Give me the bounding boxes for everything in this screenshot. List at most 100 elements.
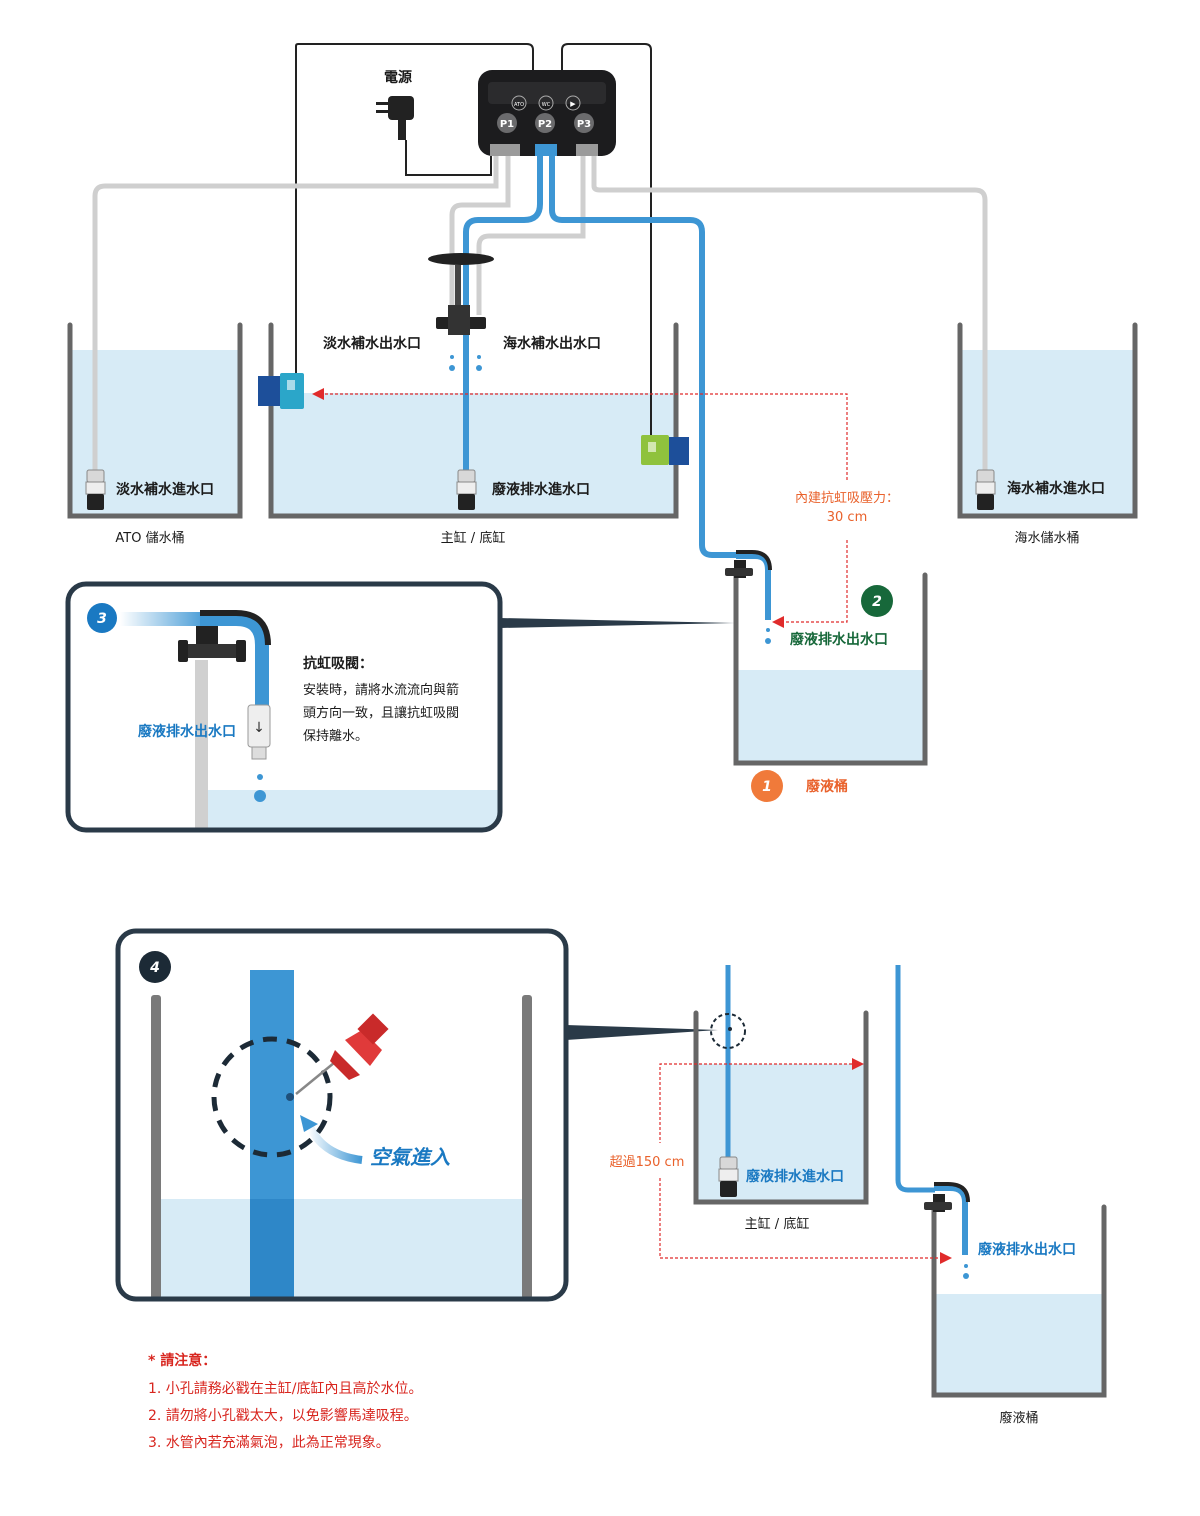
power-cable <box>405 140 492 176</box>
marker-4-label: 4 <box>149 960 160 976</box>
callout3-drip <box>254 774 266 802</box>
over-150-label: 超過150 cm <box>610 1155 685 1170</box>
note-1: 1. 小孔請務必戳在主缸/底缸內且高於水位。 <box>148 1380 423 1397</box>
marker-1-label: 1 <box>762 779 772 795</box>
callout3-title: 抗虹吸閥： <box>303 655 373 672</box>
salt-tank-label: 海水儲水桶 <box>1014 531 1079 546</box>
height-arrow-top <box>852 1058 864 1070</box>
power-adapter-icon <box>376 96 414 140</box>
p2-label: P2 <box>538 119 552 130</box>
flow-arrow-icon: ↓ <box>253 720 265 736</box>
waste-drip <box>765 628 771 644</box>
fresh-outlet-tube <box>449 150 511 315</box>
anti-siphon-valve-2 <box>924 1182 970 1255</box>
marker-1 <box>751 770 783 802</box>
fresh-inlet-filter <box>85 469 106 510</box>
waste-drip-2 <box>963 1264 969 1279</box>
salt-outlet-label: 海水補水出水口 <box>503 335 601 352</box>
main-tank-2-label: 主缸 / 底缸 <box>745 1216 810 1232</box>
tube-holder <box>428 253 494 335</box>
drip-drops <box>449 355 482 371</box>
power-label: 電源 <box>384 69 412 86</box>
marker-4 <box>139 951 171 983</box>
main-tank-label: 主缸 / 底缸 <box>441 530 506 546</box>
waste-inlet-filter-2 <box>718 1156 739 1197</box>
callout4-wall-right <box>522 995 532 1299</box>
play-button[interactable] <box>565 95 581 111</box>
ato-tank <box>67 322 243 519</box>
salt-outlet-tube <box>476 150 586 315</box>
ato-button[interactable] <box>511 95 527 111</box>
height-arrow-bottom <box>940 1252 952 1264</box>
level-sensor-blue <box>258 373 304 409</box>
waste-bucket-2-label: 廢液桶 <box>999 1411 1038 1426</box>
anti-siphon-valve <box>725 550 772 620</box>
callout4-pointer <box>566 1025 718 1040</box>
ato-button-label: ATO <box>514 102 524 108</box>
air-arrow-head <box>300 1115 318 1132</box>
callout3-valve <box>178 610 271 760</box>
hole-marker-small <box>710 1013 746 1049</box>
marker-3-label: 3 <box>97 611 107 627</box>
salt-inlet-filter <box>975 469 996 510</box>
fresh-inlet-label: 淡水補水進水口 <box>116 481 214 498</box>
waste-outlet-label: 廢液排水出水口 <box>790 631 888 648</box>
salt-tank <box>957 322 1138 519</box>
note-3: 3. 水管內若充滿氣泡，此為正常現象。 <box>148 1435 390 1451</box>
ato-tank-label: ATO 儲水桶 <box>115 531 184 546</box>
waste-out-tube <box>549 150 738 558</box>
salt-inlet-label: 海水補水進水口 <box>1007 480 1105 497</box>
siphon-pressure-line <box>320 393 848 623</box>
main-tank-2 <box>693 1010 869 1205</box>
marker-3 <box>87 603 117 633</box>
siphon-pressure-value: 30 cm <box>827 510 868 525</box>
p1-port <box>497 113 517 133</box>
wc-button-label: WC <box>542 102 551 108</box>
main-tank <box>268 322 679 519</box>
callout4-frame <box>115 928 569 1302</box>
waste-bucket <box>733 572 928 766</box>
callout4-wall-left <box>151 995 161 1299</box>
note-2: 2. 請勿將小孔戳太大，以免影響馬達吸程。 <box>148 1407 418 1424</box>
waste-out-tube-2 <box>895 965 935 1193</box>
waste-bucket-label: 廢液桶 <box>806 778 848 795</box>
marker-2 <box>861 585 893 617</box>
waste-bucket-2-water <box>935 1294 1103 1394</box>
siphon-arrow-left <box>312 388 324 400</box>
waste-in-tube <box>463 150 543 470</box>
waste-inlet-filter <box>456 469 477 510</box>
fresh-tube <box>92 150 499 470</box>
waste-bucket-2 <box>931 1204 1107 1398</box>
waste-outlet-label-2: 廢液排水出水口 <box>978 1241 1076 1258</box>
callout3-frame <box>65 581 503 833</box>
level-sensor-green <box>641 435 689 465</box>
callout3-line-1: 安裝時，請將水流流向與箭 <box>303 682 459 698</box>
air-in-label: 空氣進入 <box>370 1145 450 1169</box>
p3-label: P3 <box>577 119 591 130</box>
callout3-tube-in <box>120 612 210 626</box>
waste-inlet-label-2: 廢液排水進水口 <box>746 1168 844 1185</box>
p3-port <box>574 113 594 133</box>
push-pin-icon <box>295 1013 389 1095</box>
waste-inlet-label: 廢液排水進水口 <box>492 481 590 498</box>
callout3-outlet-label: 廢液排水出水口 <box>138 723 236 740</box>
sensor-cable-right <box>561 43 652 435</box>
marker-2-label: 2 <box>872 594 882 610</box>
height-150-line <box>659 1063 940 1259</box>
fresh-outlet-label: 淡水補水出水口 <box>323 335 421 352</box>
salt-tube <box>591 150 988 470</box>
hole-highlight <box>211 1036 333 1158</box>
wc-button[interactable] <box>538 95 554 111</box>
play-button-label: ▶ <box>570 100 576 108</box>
siphon-pressure-label: 內建抗虹吸壓力： <box>795 491 899 506</box>
pump-controller: ATO WC ▶ P1 P2 P3 <box>478 70 616 156</box>
siphon-arrow-bucket <box>772 616 784 628</box>
p1-label: P1 <box>500 119 514 130</box>
sensor-cable-left <box>295 43 534 378</box>
air-hole <box>286 1093 294 1101</box>
callout3-line-3: 保持離水。 <box>303 729 368 744</box>
waste-bucket-water <box>737 670 924 762</box>
p2-port <box>535 113 555 133</box>
callout3-line-2: 頭方向一致，且讓抗虹吸閥 <box>303 705 459 721</box>
